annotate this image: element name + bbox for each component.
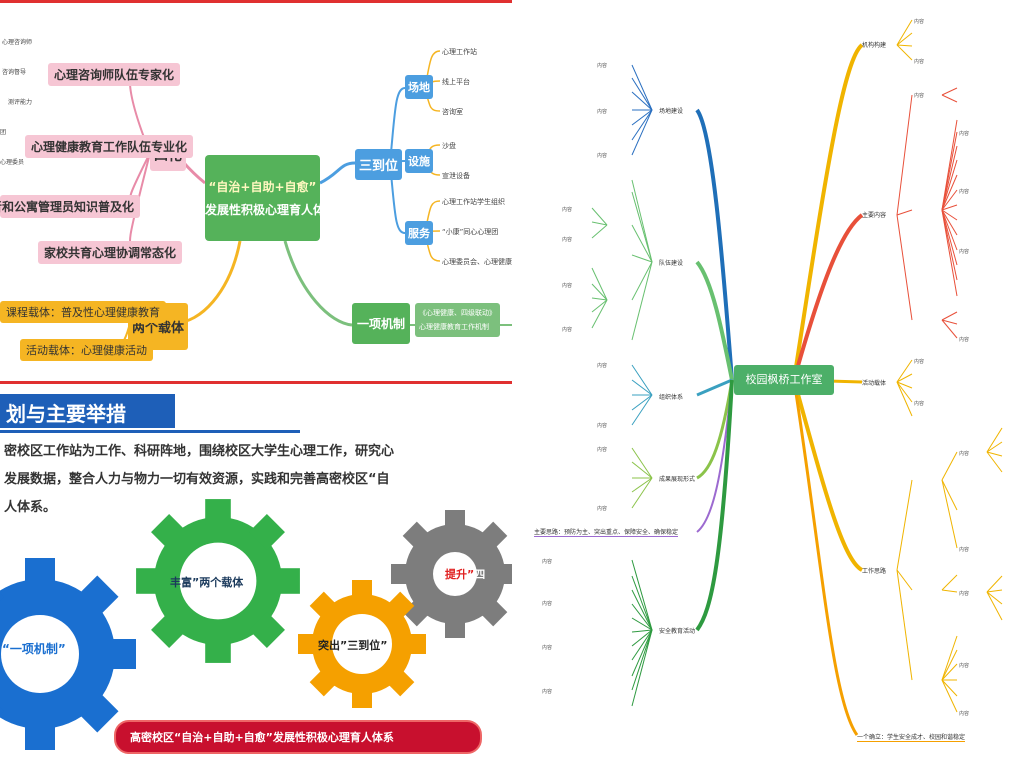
leaf: 内容	[542, 689, 553, 695]
leaf: 内容	[597, 109, 608, 115]
intro-line-1: 密校区工作站为工作、科研阵地，围绕校区大学生心理工作，研究心	[4, 444, 395, 459]
one-item-1: 《心理健康、四级联动》	[419, 309, 496, 317]
three-sub-6: 心理工作站学生组织	[442, 198, 505, 206]
leaf: 内容	[914, 59, 925, 65]
leaf: 内容	[597, 363, 608, 369]
node-activity: 活动载体	[862, 380, 887, 387]
system-banner: 高密校区“自治+自助+自愈”发展性积极心理育人体系	[114, 720, 482, 754]
leaf: 内容	[959, 249, 970, 255]
four-item-4: 家校共育心理协调常态化	[38, 241, 183, 264]
intro-line-2: 发展数据，整合人力与物力一切有效资源，实践和完善高密校区“自	[4, 472, 390, 487]
node-work-idea: 工作思路	[862, 568, 887, 575]
leaf: 内容	[914, 401, 925, 407]
three-node: 三到位	[355, 149, 403, 180]
four-item-3: 心理志愿者和公寓管理员知识普及化	[0, 195, 140, 218]
node-team: 队伍建设	[659, 260, 684, 267]
node-org-build: 机构构建	[862, 42, 887, 49]
section-title: 划与主要举措	[6, 402, 126, 426]
gear-blue	[0, 558, 136, 750]
gear-green-label: 丰富”两个载体	[170, 576, 244, 589]
leaf: 内容	[959, 711, 970, 717]
leaf: 内容	[959, 663, 970, 669]
two-item-activity: 活动载体：心理健康活动	[20, 339, 153, 361]
leaf: 内容	[959, 131, 970, 137]
one-item-2: 心理健康教育工作机制	[419, 323, 489, 331]
three-sub-4: 沙盘	[442, 142, 456, 150]
gear-gray-label: 提升”四	[445, 566, 485, 582]
node-organization: 组织体系	[659, 394, 684, 401]
gear-panel: 划与主要举措 密校区工作站为工作、科研阵地，围绕校区大学生心理工作，研究心 发展…	[0, 384, 512, 766]
title-underline	[0, 430, 300, 433]
leaf: 内容	[562, 327, 573, 333]
four-item-2: 心理健康教育工作队伍专业化	[25, 135, 194, 158]
leaf: 内容	[562, 237, 573, 243]
leaf: 内容	[959, 189, 970, 195]
four-sub-1: 心理咨询师	[2, 39, 33, 46]
panel-divider	[0, 381, 512, 384]
leaf: 内容	[562, 207, 573, 213]
three-sub-1: 心理工作站	[442, 48, 477, 56]
node-site: 场地建设	[659, 108, 684, 115]
gear-green	[136, 499, 300, 663]
leaf: 内容	[959, 451, 970, 457]
one-node: 一项机制	[352, 303, 411, 344]
intro-line-3: 人体系。	[4, 500, 57, 515]
four-item-1: 心理咨询师队伍专家化	[48, 63, 181, 86]
central-node-line1: “自治+自助+自愈”	[208, 180, 317, 194]
leaf: 内容	[959, 337, 970, 343]
three-item-service: 服务	[405, 221, 433, 245]
three-item-facility: 设施	[405, 149, 433, 173]
leaf: 内容	[562, 283, 573, 289]
right-central-node: 校园枫桥工作室	[734, 365, 834, 395]
intro-paragraph: 密校区工作站为工作、科研阵地，围绕校区大学生心理工作，研究心 发展数据，整合人力…	[4, 438, 394, 522]
central-node: “自治+自助+自愈” 发展性积极心理育人体系	[205, 155, 338, 241]
leaf: 内容	[597, 423, 608, 429]
gear-gray-label-rest: 四	[474, 568, 486, 581]
leaf: 内容	[914, 93, 925, 99]
mindmap-panel-right: 校园枫桥工作室 机构构建 主要内容 活动载体 工作思路 场地建设 队伍建设 组织…	[512, 0, 1024, 766]
gear-blue-label: “一项机制”	[2, 642, 66, 656]
four-sub-4: 团	[0, 129, 7, 136]
section-title-bar: 划与主要举措	[0, 394, 175, 428]
three-sub-3: 咨询室	[442, 108, 463, 116]
central-node-line2: 发展性积极心理育人体系	[205, 203, 338, 217]
three-sub-2: 线上平台	[442, 78, 470, 86]
four-item-3-text: 心理志愿者和公寓管理员知识普及化	[0, 200, 134, 214]
three-sub-5: 宣泄设备	[442, 172, 470, 180]
four-sub-3: 测评能力	[8, 99, 33, 106]
right-connectors	[591, 19, 1003, 736]
four-sub-5: 心理委员	[0, 159, 25, 166]
main-idea-label: 主要思路：预防为主、突出重点、保障安全、确保稳定	[534, 529, 679, 537]
leaf: 内容	[542, 559, 553, 565]
leaf: 内容	[597, 506, 608, 512]
gear-gray	[391, 510, 512, 638]
three-item-site: 场地	[405, 75, 433, 99]
leaf: 内容	[597, 153, 608, 159]
leaf: 内容	[542, 645, 553, 651]
bottom-banner-label: 一个确立：学生安全成才、校园和谐稳定	[857, 734, 966, 742]
gears-graphic	[0, 499, 512, 750]
three-sub-7: “小康”同心心理团	[442, 228, 499, 236]
leaf: 内容	[959, 547, 970, 553]
gear-orange	[298, 580, 426, 708]
gear-orange-label: 突出”三到位”	[318, 639, 388, 652]
leaf: 内容	[597, 447, 608, 453]
leaf: 内容	[914, 359, 925, 365]
node-safety-education: 安全教育活动	[659, 628, 696, 635]
two-item-course: 课程载体：普及性心理健康教育	[0, 301, 166, 323]
node-results: 成果展现形式	[659, 476, 696, 483]
leaf: 内容	[542, 601, 553, 607]
leaf: 内容	[914, 19, 925, 25]
mindmap-panel-left-top: “自治+自助+自愈” 发展性积极心理育人体系 四化 心理咨询师队伍专家化 心理健…	[0, 0, 512, 387]
four-sub-2: 咨询督导	[2, 69, 27, 76]
leaf: 内容	[597, 63, 608, 69]
one-items: 《心理健康、四级联动》 心理健康教育工作机制	[415, 303, 500, 337]
leaf: 内容	[959, 591, 970, 597]
system-banner-text: 高密校区“自治+自助+自愈”发展性积极心理育人体系	[130, 731, 394, 744]
node-main-content: 主要内容	[862, 212, 887, 219]
gear-gray-label-red: 提升”	[445, 568, 475, 581]
